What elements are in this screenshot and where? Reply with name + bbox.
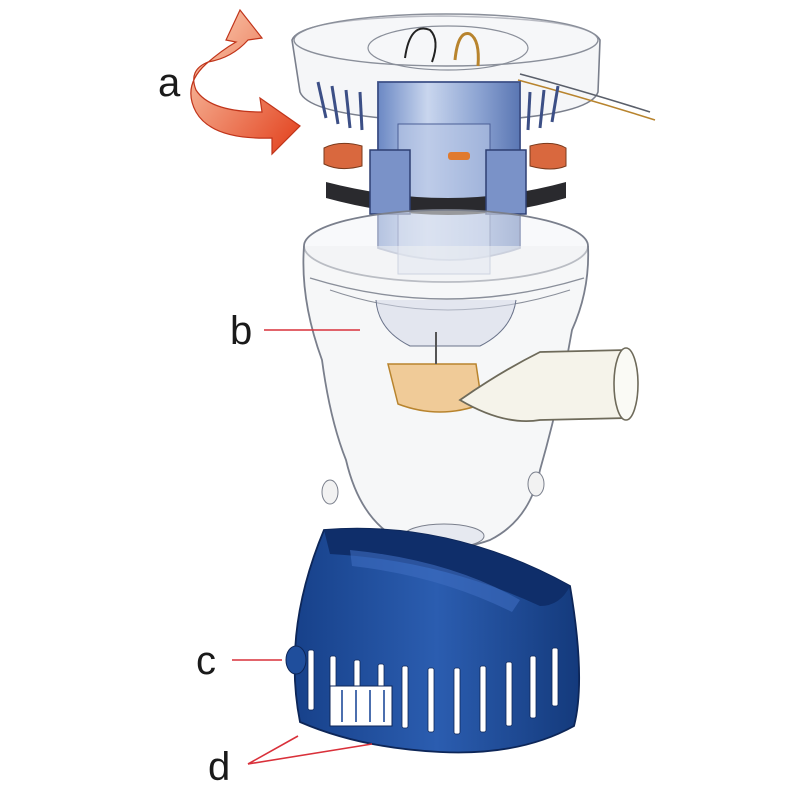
- leader-d-1: [247, 735, 299, 765]
- rotation-arrow-icon: [190, 8, 301, 156]
- leader-lines: [232, 329, 373, 765]
- callout-d: d: [208, 745, 230, 789]
- top-cap: [291, 13, 656, 131]
- callout-b: b: [230, 309, 252, 353]
- callout-a: a: [158, 61, 181, 105]
- strainer-base: [285, 527, 581, 754]
- clear-housing: [302, 209, 639, 549]
- callout-c: c: [196, 639, 216, 683]
- leader-d-2: [247, 743, 373, 765]
